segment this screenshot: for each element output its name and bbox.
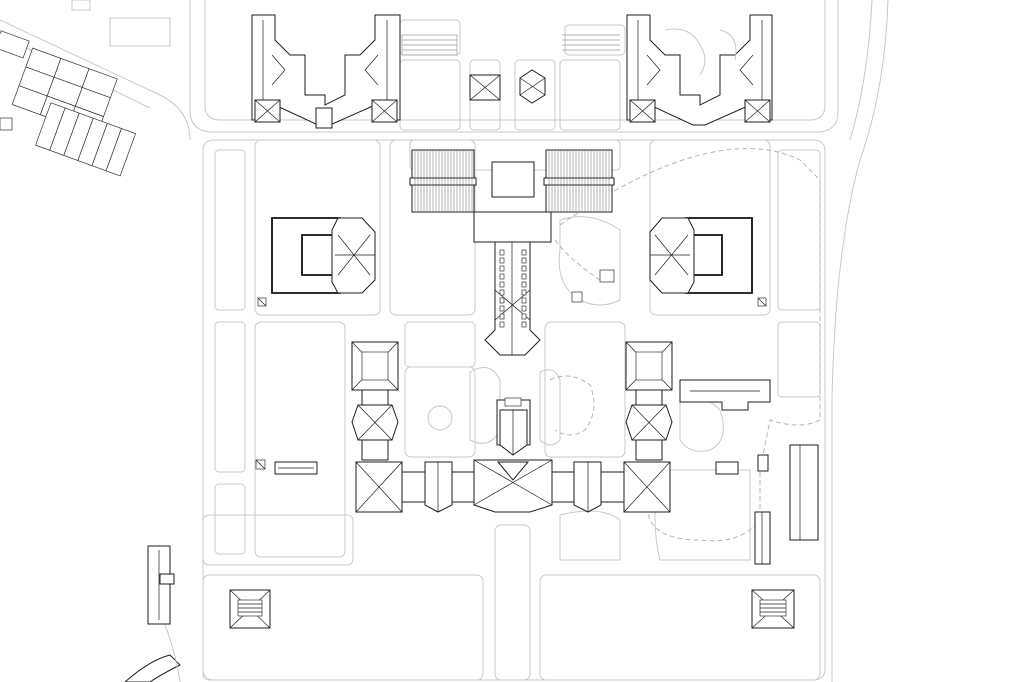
spine-window (521, 321, 527, 328)
east-ward-building (649, 217, 767, 307)
spine-window (521, 289, 527, 296)
spine-window (499, 313, 505, 320)
south-west-lodge (229, 589, 271, 629)
courtyard-chapel (496, 397, 531, 456)
north-east-ward-building (626, 14, 773, 126)
south-west-annex (255, 459, 318, 475)
spine-window (521, 265, 527, 272)
spine-window (499, 289, 505, 296)
road-network (0, 0, 889, 682)
spine-window (499, 265, 505, 272)
spine-window (499, 281, 505, 288)
south-east-lodge (751, 589, 795, 629)
spine-window (499, 321, 505, 328)
east-outbuildings (571, 269, 819, 565)
spine-window (521, 313, 527, 320)
spine-window (521, 249, 527, 256)
spine-window (499, 305, 505, 312)
central-spine-building (473, 211, 552, 356)
north-west-ward-building (251, 14, 401, 129)
spine-window (499, 297, 505, 304)
south-west-long-building (124, 545, 181, 682)
west-ward-building (257, 217, 376, 307)
spine-window (521, 273, 527, 280)
main-quadrangle-building (351, 341, 673, 513)
spine-window (499, 249, 505, 256)
spine-window (499, 257, 505, 264)
courtyard-lawn-circle (427, 405, 453, 431)
north-parking-stripes (401, 34, 620, 56)
hatched-halls (409, 149, 615, 213)
spine-window (521, 281, 527, 288)
north-pavilions (469, 69, 546, 104)
spine-window (499, 273, 505, 280)
spine-window (521, 257, 527, 264)
spine-window (521, 305, 527, 312)
top-left-parking-lots (0, 30, 136, 177)
spine-window (521, 297, 527, 304)
